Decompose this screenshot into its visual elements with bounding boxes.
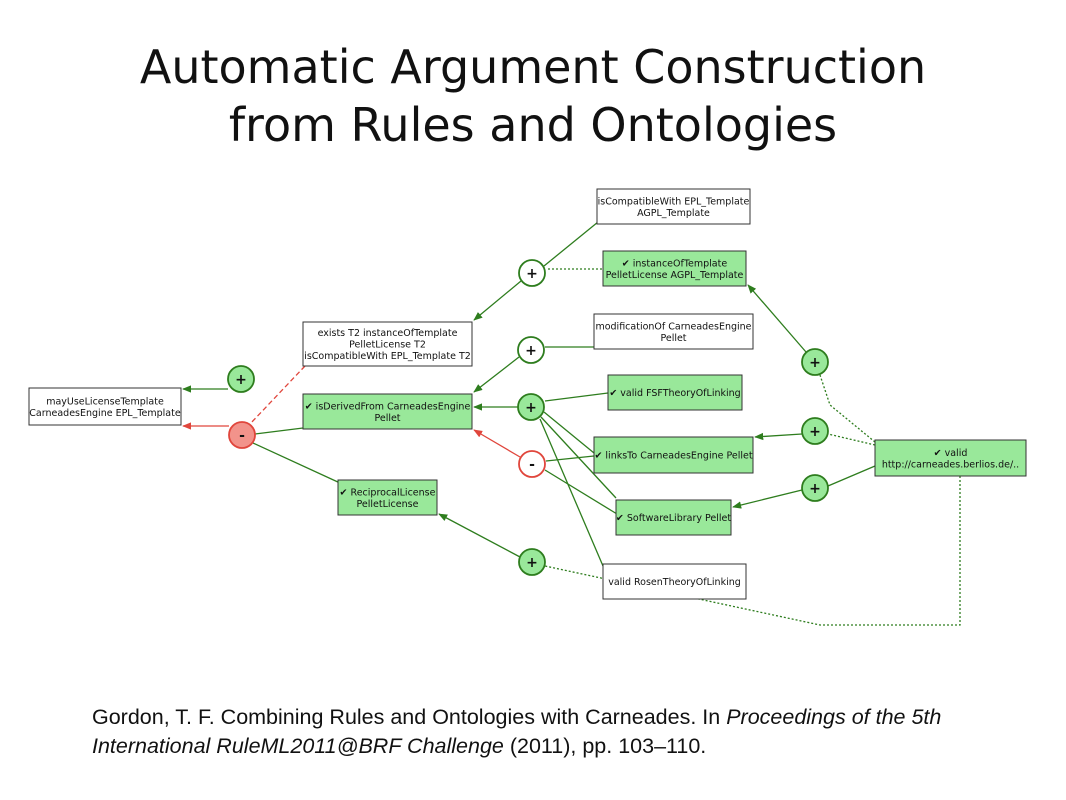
statement-text-s-reciprocal-1: ✔ ReciprocalLicense bbox=[340, 487, 436, 498]
statement-s-links[interactable]: ✔ linksTo CarneadesEngine Pellet bbox=[593, 436, 754, 474]
statement-text-s-exists-1: exists T2 instanceOfTemplate bbox=[318, 328, 458, 339]
graph-edges bbox=[182, 221, 961, 626]
argument-sign-a7: + bbox=[526, 555, 538, 571]
argument-node-a5-pro[interactable]: + bbox=[517, 393, 545, 421]
argument-sign-a3: + bbox=[526, 266, 538, 282]
statement-text-s-instance-agpl-2: PelletLicense AGPL_Template bbox=[606, 270, 744, 281]
edge-a3-to-exists bbox=[473, 280, 522, 321]
argument-node-a8-pro[interactable]: + bbox=[801, 348, 829, 376]
statement-text-s-reciprocal-2: PelletLicense bbox=[357, 499, 419, 510]
statement-text-s-fsf-1: ✔ valid FSFTheoryOfLinking bbox=[609, 388, 740, 399]
statement-text-s-valid-url-1: ✔ valid bbox=[934, 448, 968, 459]
argument-node-a7-pro[interactable]: + bbox=[518, 548, 546, 576]
argument-node-a6-con[interactable]: - bbox=[518, 450, 546, 478]
edge-links-to-a6 bbox=[545, 455, 595, 462]
argument-node-a9-pro[interactable]: + bbox=[801, 417, 829, 445]
edge-a8-to-instance bbox=[747, 284, 807, 353]
edge-links-to-a5 bbox=[543, 411, 595, 454]
argument-node-a2-con[interactable]: - bbox=[228, 421, 256, 449]
statement-text-s-instance-agpl-1: ✔ instanceOfTemplate bbox=[622, 258, 728, 269]
statement-s-fsf[interactable]: ✔ valid FSFTheoryOfLinking bbox=[607, 374, 743, 411]
citation-authors-title: Gordon, T. F. Combining Rules and Ontolo… bbox=[92, 705, 727, 729]
argument-sign-a9: + bbox=[809, 424, 821, 440]
citation: Gordon, T. F. Combining Rules and Ontolo… bbox=[92, 703, 992, 761]
slide-title-line-2: from Rules and Ontologies bbox=[228, 98, 838, 152]
statement-text-s-modification-2: Pellet bbox=[660, 333, 686, 344]
statement-s-softlib[interactable]: ✔ SoftwareLibrary Pellet bbox=[615, 499, 732, 536]
edge-softlib-to-a6 bbox=[544, 469, 618, 515]
edge-a10-to-softlib bbox=[732, 489, 803, 509]
edge-a4-to-derived bbox=[473, 356, 520, 393]
argument-sign-a1: + bbox=[235, 372, 247, 388]
statement-s-exists[interactable]: exists T2 instanceOfTemplatePelletLicens… bbox=[302, 321, 473, 367]
statement-text-s-derived-1: ✔ isDerivedFrom CarneadesEngine bbox=[305, 401, 471, 412]
argument-node-a4-pro[interactable]: + bbox=[517, 336, 545, 364]
edge-derived-to-a2 bbox=[254, 427, 304, 435]
edge-fsf-to-a5 bbox=[544, 392, 609, 402]
edge-url-to-a9 bbox=[827, 433, 876, 446]
edge-a9-to-links bbox=[754, 432, 803, 441]
argument-sign-a10: + bbox=[809, 481, 821, 497]
citation-year-pages: (2011), pp. 103–110. bbox=[503, 734, 707, 758]
edge-reciprocal-to-a2 bbox=[252, 442, 341, 484]
edge-url-to-a7 bbox=[544, 476, 961, 626]
citation-venue: Proceedings of the 5th International Rul… bbox=[92, 705, 942, 758]
edge-a7-to-reciprocal bbox=[438, 513, 521, 558]
argument-sign-a2: - bbox=[239, 428, 245, 444]
statement-s-compat-agpl[interactable]: isCompatibleWith EPL_TemplateAGPL_Templa… bbox=[596, 188, 751, 225]
edge-url-to-a10 bbox=[827, 465, 876, 487]
argument-node-a10-pro[interactable]: + bbox=[801, 474, 829, 502]
argument-sign-a4: + bbox=[525, 343, 537, 359]
statement-text-s-mayuse-2: CarneadesEngine EPL_Template bbox=[29, 408, 181, 419]
statement-text-s-links-1: ✔ linksTo CarneadesEngine Pellet bbox=[594, 451, 752, 462]
statement-text-s-softlib-1: ✔ SoftwareLibrary Pellet bbox=[616, 513, 731, 524]
statement-text-s-derived-2: Pellet bbox=[374, 413, 400, 424]
statement-text-s-rosen-1: valid RosenTheoryOfLinking bbox=[608, 577, 741, 588]
argument-sign-a6: - bbox=[529, 457, 535, 473]
slide-title-line-1: Automatic Argument Construction bbox=[139, 40, 927, 94]
graph-nodes: isCompatibleWith EPL_TemplateAGPL_Templa… bbox=[28, 188, 1027, 600]
slide-title: Automatic Argument Construction from Rul… bbox=[0, 38, 1066, 154]
argument-sign-a5: + bbox=[525, 400, 537, 416]
statement-text-s-valid-url-2: http://carneades.berlios.de/.. bbox=[882, 459, 1019, 470]
statement-text-s-mayuse-1: mayUseLicenseTemplate bbox=[46, 396, 164, 407]
edge-compat-to-a3 bbox=[543, 221, 599, 267]
statement-text-s-compat-agpl-1: isCompatibleWith EPL_Template bbox=[598, 196, 750, 207]
statement-text-s-compat-agpl-2: AGPL_Template bbox=[637, 208, 710, 219]
argument-node-a1-pro[interactable]: + bbox=[227, 365, 255, 393]
edge-exists-to-a2 bbox=[249, 365, 306, 425]
statement-text-s-exists-2: PelletLicense T2 bbox=[349, 340, 426, 351]
statement-text-s-exists-3: isCompatibleWith EPL_Template T2 bbox=[304, 351, 471, 362]
argument-sign-a8: + bbox=[809, 355, 821, 371]
statement-text-s-modification-1: modificationOf CarneadesEngine bbox=[595, 321, 751, 332]
edge-a6-to-derived bbox=[473, 429, 521, 458]
argument-node-a3-pro[interactable]: + bbox=[518, 259, 546, 287]
statement-s-rosen[interactable]: valid RosenTheoryOfLinking bbox=[602, 563, 747, 600]
edge-rosen-to-a5 bbox=[539, 418, 604, 567]
